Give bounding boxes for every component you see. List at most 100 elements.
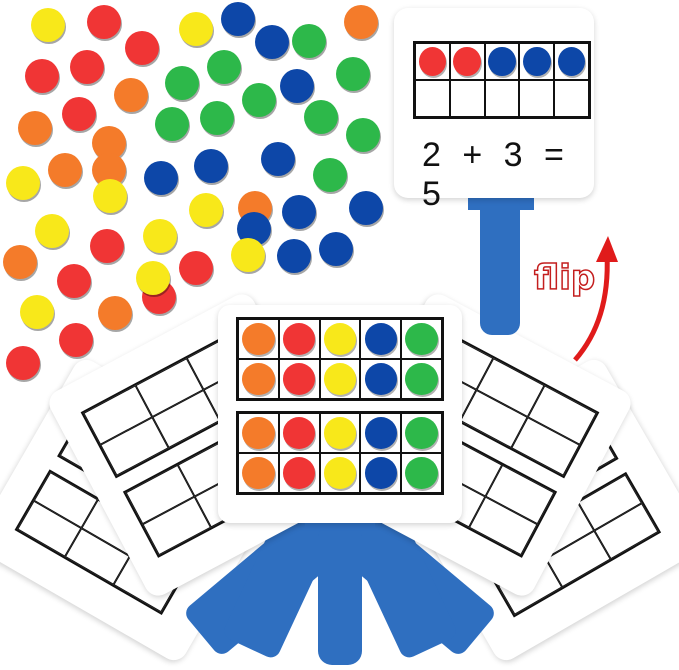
counter-green — [313, 158, 347, 192]
frame-cell — [554, 43, 589, 80]
counter-blue — [280, 69, 314, 103]
counter-blue — [364, 323, 398, 355]
frame-cell — [360, 359, 402, 399]
counter-green — [405, 457, 438, 489]
counter-yellow — [93, 179, 127, 213]
counter-orange — [242, 323, 275, 355]
counter-blue — [364, 363, 398, 395]
counter-green — [405, 323, 438, 355]
counter-green — [207, 50, 241, 84]
counter-red — [62, 97, 96, 131]
counter-blue — [261, 142, 295, 176]
frame-cell — [401, 413, 442, 453]
frame-cell — [278, 453, 320, 493]
counter-blue — [194, 149, 228, 183]
frame-cell — [319, 413, 361, 453]
frame-cell — [415, 80, 450, 117]
counter-green — [405, 363, 438, 395]
counter-red — [57, 264, 91, 298]
counter-green — [346, 118, 380, 152]
counter-blue — [221, 2, 255, 36]
frame-cell — [238, 359, 279, 399]
counter-green — [242, 83, 276, 117]
counter-orange — [242, 457, 275, 489]
counter-yellow — [31, 8, 65, 42]
frame-cell — [278, 319, 320, 359]
frame-cell — [401, 453, 442, 493]
counter-red — [70, 50, 104, 84]
counter-red — [179, 251, 213, 285]
frame-cell — [278, 413, 320, 453]
counter-orange — [18, 111, 52, 145]
frame-cell — [360, 453, 402, 493]
counter-red — [59, 323, 93, 357]
counter-red — [282, 363, 316, 395]
counter-yellow — [6, 166, 40, 200]
counter-blue — [364, 457, 398, 489]
counter-blue — [282, 195, 316, 229]
counter-yellow — [323, 457, 357, 489]
equation-card: 2 + 3 = 5 — [394, 8, 594, 213]
counter-blue — [364, 417, 398, 449]
counter-red — [25, 59, 59, 93]
counter-green — [292, 24, 326, 58]
counter-green — [405, 417, 438, 449]
counter-yellow — [143, 219, 177, 253]
frame-cell — [484, 80, 520, 117]
counter-red — [282, 457, 316, 489]
frame-cell — [519, 43, 555, 80]
frame-cell — [554, 80, 589, 117]
counter-blue — [523, 46, 551, 77]
ten-frame-1 — [236, 317, 444, 401]
counter-red — [282, 323, 316, 355]
counter-red — [87, 5, 121, 39]
main-ten-frame-card — [218, 305, 462, 523]
ten-frame-equation — [413, 41, 591, 119]
paddle-handle-center-stem — [318, 530, 362, 665]
frame-cell — [238, 453, 279, 493]
top-paddle-handle-stem — [480, 200, 520, 335]
counter-green — [165, 66, 199, 100]
frame-cell — [238, 319, 279, 359]
counter-red — [418, 46, 447, 77]
counter-orange — [3, 245, 37, 279]
flip-arrow-icon — [573, 236, 618, 362]
frame-cell — [360, 319, 402, 359]
counter-green — [155, 107, 189, 141]
counter-blue — [349, 191, 383, 225]
counter-orange — [48, 153, 82, 187]
frame-cell — [278, 359, 320, 399]
frame-cell — [238, 413, 279, 453]
counter-red — [453, 46, 481, 77]
counter-yellow — [35, 214, 69, 248]
counter-red — [90, 229, 124, 263]
ten-frame-2 — [236, 411, 444, 495]
counter-red — [6, 346, 40, 380]
frame-cell — [319, 453, 361, 493]
counter-orange — [114, 78, 148, 112]
frame-cell — [415, 43, 450, 80]
frame-cell — [319, 359, 361, 399]
frame-cell — [401, 319, 442, 359]
frame-cell — [449, 43, 485, 80]
counter-yellow — [231, 238, 265, 272]
counter-green — [336, 57, 370, 91]
equation-text: 2 + 3 = 5 — [422, 136, 570, 213]
counter-yellow — [136, 261, 170, 295]
counter-blue — [144, 161, 178, 195]
counter-blue — [319, 232, 353, 266]
counter-yellow — [179, 12, 213, 46]
frame-cell — [360, 413, 402, 453]
frame-cell — [449, 80, 485, 117]
counter-green — [200, 101, 234, 135]
counter-orange — [242, 363, 275, 395]
counter-red — [282, 417, 316, 449]
counter-orange — [98, 296, 132, 330]
counter-yellow — [323, 323, 357, 355]
counter-red — [125, 31, 159, 65]
flip-label: flip — [533, 257, 596, 299]
frame-cell — [484, 43, 520, 80]
counter-yellow — [20, 295, 54, 329]
counter-orange — [242, 417, 275, 449]
